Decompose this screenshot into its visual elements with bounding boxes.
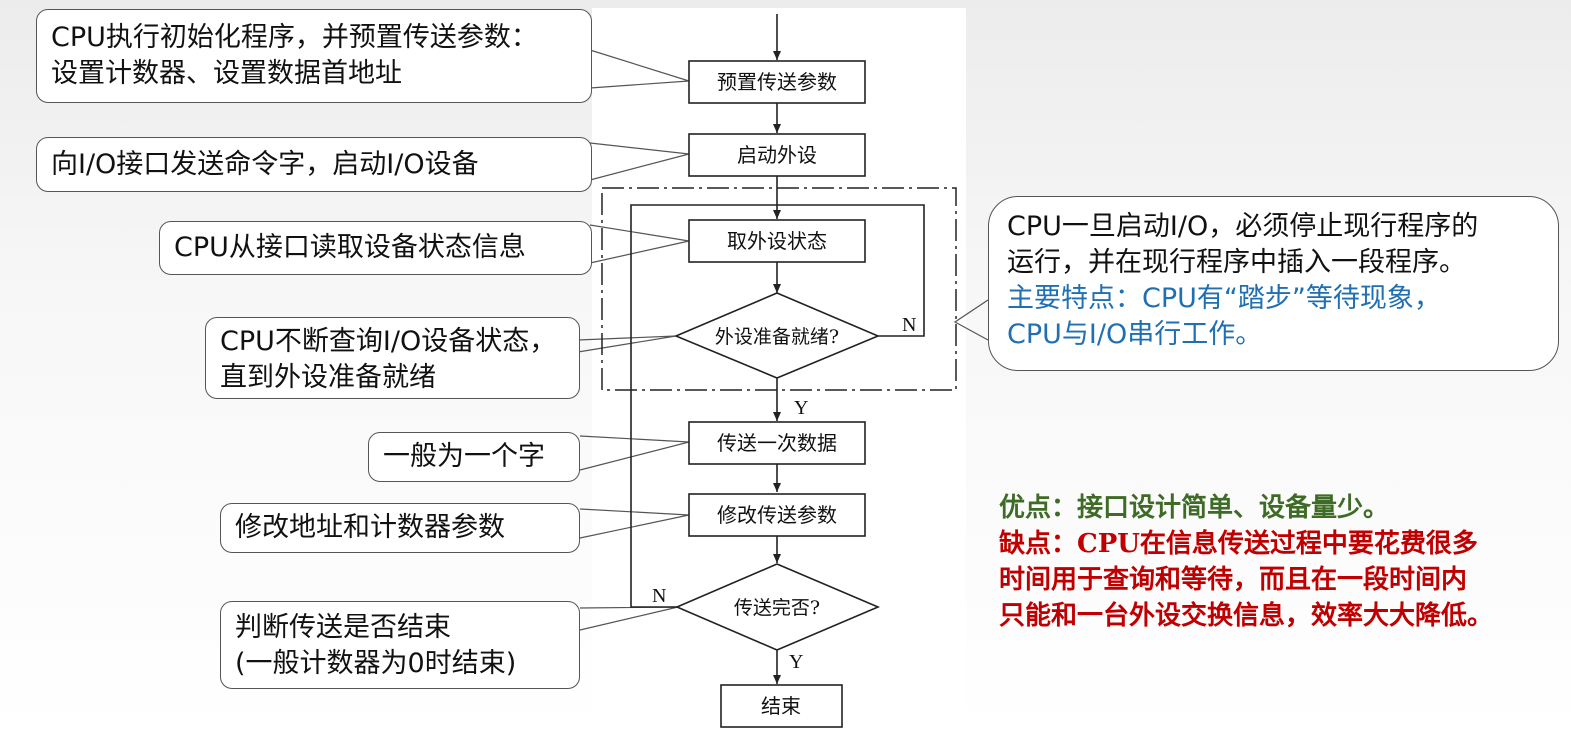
step-start-device-label: 启动外设 (737, 143, 817, 167)
callout-start-device: 向I/O接口发送命令字，启动I/O设备 (36, 137, 592, 192)
step-end-label: 结束 (761, 694, 801, 718)
done-yes-label: Y (789, 651, 803, 673)
callout-judge-end-line1: 判断传送是否结束 (235, 612, 451, 643)
step-preset-params (688, 60, 866, 104)
disadvantage-line3: 只能和一台外设交换信息，效率大大降低。 (999, 601, 1494, 631)
callout-one-word-line1: 一般为一个字 (383, 441, 545, 472)
callout-summary-line1: CPU一旦启动I/O，必须停止现行程序的 (1007, 211, 1479, 242)
step-modify-params-label: 修改传送参数 (717, 503, 837, 527)
callout-initialize: CPU执行初始化程序，并预置传送参数： 设置计数器、设置数据首地址 (36, 9, 592, 103)
callout-modify-params-line1: 修改地址和计数器参数 (235, 512, 505, 543)
callout-judge-end: 判断传送是否结束 (一般计数器为0时结束) (220, 601, 580, 689)
callout-feature-line1: 主要特点：CPU有“踏步”等待现象， (1007, 283, 1441, 314)
step-transfer-data (688, 421, 866, 465)
callout-read-status-line1: CPU从接口读取设备状态信息 (174, 232, 526, 263)
decision-transfer-done (674, 563, 881, 651)
callout-initialize-line1: CPU执行初始化程序，并预置传送参数： (51, 22, 538, 53)
done-no-label: N (652, 585, 666, 607)
step-read-status (688, 219, 866, 263)
evaluation-block: 优点：接口设计简单、设备量少。 缺点：CPU在信息传送过程中要花费很多 时间用于… (999, 490, 1493, 634)
callout-polling: CPU不断查询I/O设备状态， 直到外设准备就绪 (205, 317, 580, 399)
callout-one-word: 一般为一个字 (368, 432, 580, 482)
callout-summary: CPU一旦启动I/O，必须停止现行程序的 运行，并在现行程序中插入一段程序。 主… (988, 196, 1559, 371)
step-end (720, 684, 843, 728)
flow-connectors (630, 14, 925, 684)
decision-device-ready-label: 外设准备就绪? (715, 326, 839, 348)
polling-loop-boundary (601, 187, 957, 391)
step-start-device (688, 133, 866, 177)
disadvantage-line1: 缺点：CPU在信息传送过程中要花费很多 (999, 529, 1478, 559)
step-read-status-label: 取外设状态 (727, 229, 827, 253)
callout-summary-line2: 运行，并在现行程序中插入一段程序。 (1007, 247, 1466, 278)
decision-transfer-done-label: 传送完否? (734, 597, 820, 619)
callout-modify-params: 修改地址和计数器参数 (220, 503, 580, 553)
callout-polling-line2: 直到外设准备就绪 (220, 362, 436, 393)
callout-read-status: CPU从接口读取设备状态信息 (159, 221, 592, 275)
decision-device-ready (673, 292, 881, 379)
callout-start-device-line1: 向I/O接口发送命令字，启动I/O设备 (51, 149, 479, 180)
disadvantage-line2: 时间用于查询和等待，而且在一段时间内 (999, 565, 1468, 595)
ready-no-label: N (902, 314, 916, 336)
step-modify-params (688, 493, 866, 537)
callout-judge-end-line2: (一般计数器为0时结束) (235, 648, 517, 679)
callout-feature-line2: CPU与I/O串行工作。 (1007, 319, 1263, 350)
step-transfer-data-label: 传送一次数据 (717, 431, 837, 455)
step-preset-params-label: 预置传送参数 (717, 70, 837, 94)
advantage-text: 优点：接口设计简单、设备量少。 (999, 493, 1390, 523)
callout-polling-line1: CPU不断查询I/O设备状态， (220, 326, 557, 357)
ready-yes-label: Y (794, 397, 808, 419)
callout-initialize-line2: 设置计数器、设置数据首地址 (51, 58, 402, 89)
